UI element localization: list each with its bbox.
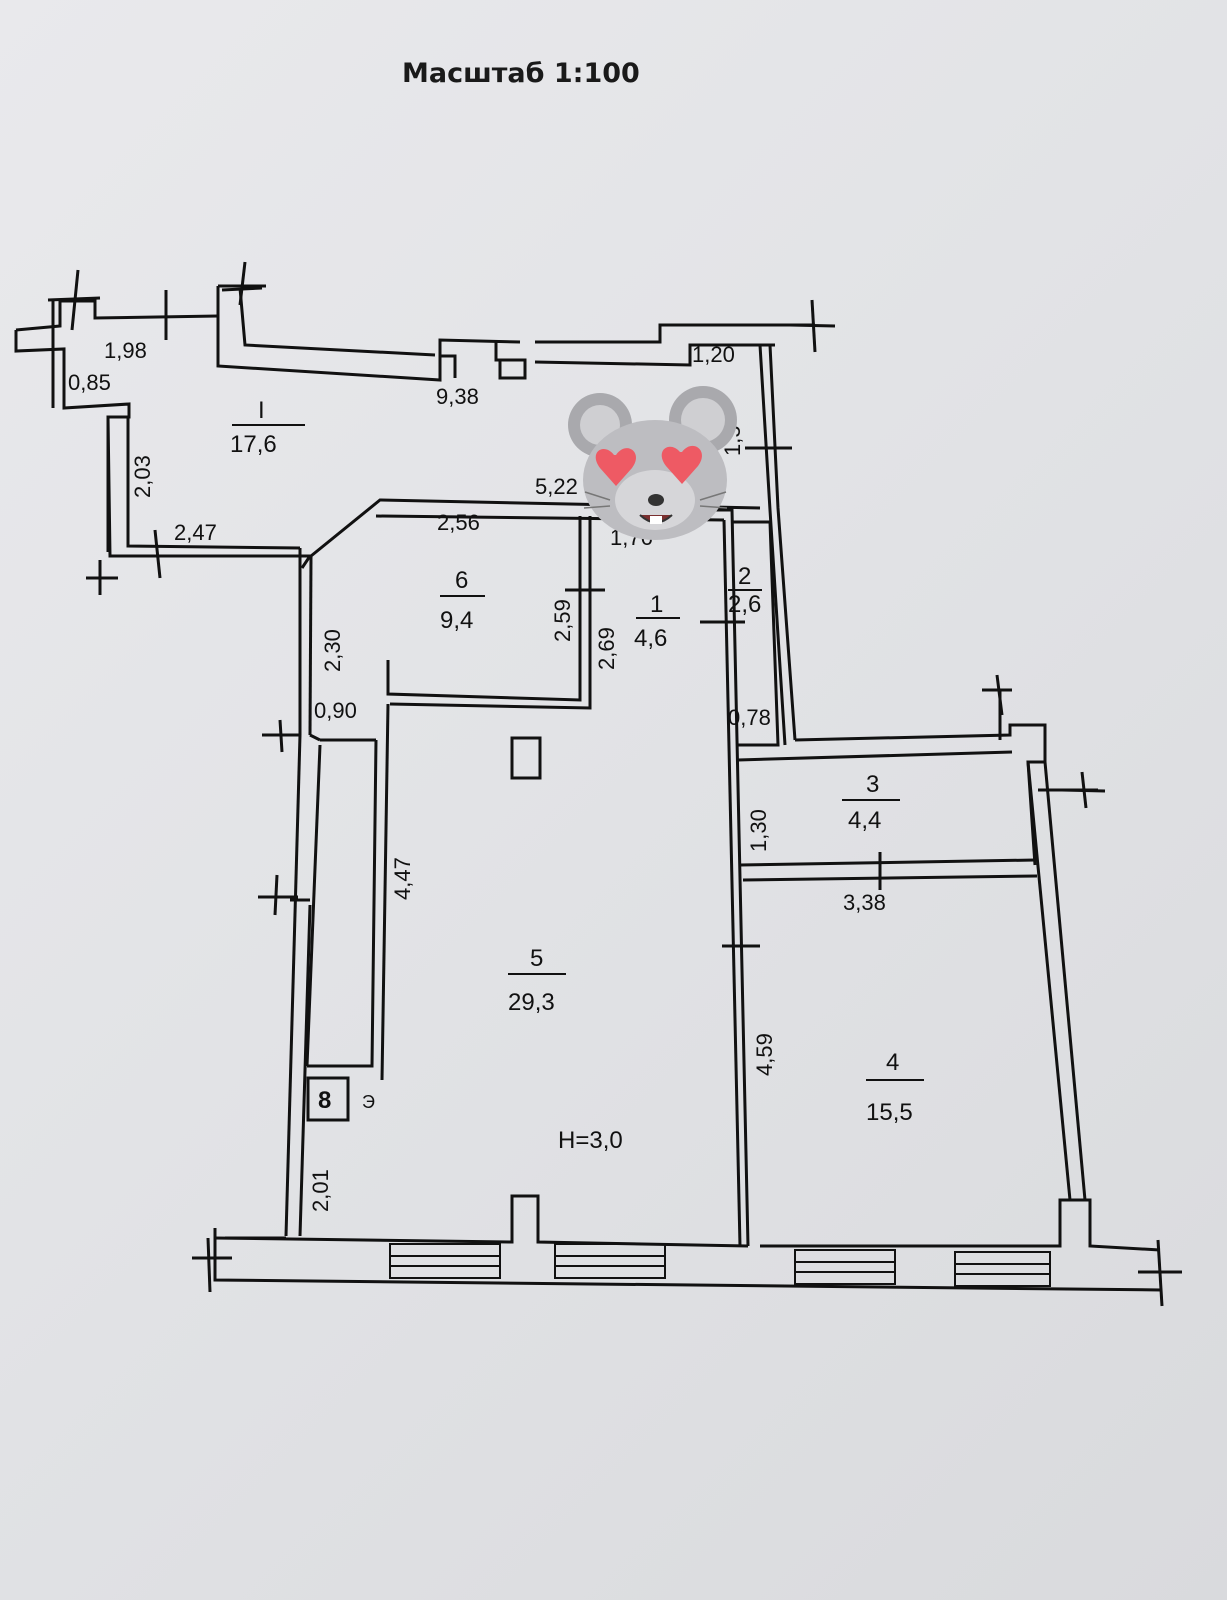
mouse-heart-eyes-icon — [568, 386, 737, 540]
room-1-number: 1 — [650, 591, 663, 618]
dim-0-90: 0,90 — [314, 698, 357, 723]
dim-0-85: 0,85 — [68, 370, 111, 395]
scale-title: Масштаб 1:100 — [402, 58, 640, 89]
meter-box — [306, 1076, 350, 1122]
windows — [389, 1243, 1051, 1287]
room-1-area: 4,6 — [634, 625, 667, 652]
dim-1-98: 1,98 — [104, 338, 147, 363]
dim-1-20: 1,20 — [692, 342, 735, 367]
room-4-number: 4 — [886, 1049, 899, 1076]
room-3-number: 3 — [866, 771, 879, 798]
dim-2-69: 2,69 — [594, 627, 619, 670]
dim-3-38: 3,38 — [843, 890, 886, 915]
meter-symbol: 8 — [318, 1087, 331, 1114]
room-5-area: 29,3 — [508, 989, 555, 1016]
dim-1-30: 1,30 — [746, 809, 771, 852]
room-I-area: 17,6 — [230, 431, 277, 458]
dimension-labels: 1,98 0,85 9,38 1,20 1,5 2,03 2,47 5,22 2… — [68, 338, 886, 1212]
dim-2-47: 2,47 — [174, 520, 217, 545]
dim-9-38: 9,38 — [436, 384, 479, 409]
dim-5-22: 5,22 — [535, 474, 578, 499]
meter-letter: Э — [362, 1092, 375, 1112]
room-I-number: I — [258, 397, 265, 424]
axis-ticks — [47, 261, 1182, 1307]
dim-2-01: 2,01 — [308, 1169, 333, 1212]
dim-2-59: 2,59 — [550, 599, 575, 642]
room-2-number: 2 — [738, 563, 751, 590]
room-labels: I 17,6 6 9,4 1 4,6 2 2,6 3 4,4 5 29,3 4 … — [230, 397, 924, 1154]
interior-features — [306, 736, 542, 1122]
dim-4-59: 4,59 — [752, 1033, 777, 1076]
ceiling-height: Н=3,0 — [558, 1127, 623, 1154]
room-5-number: 5 — [530, 945, 543, 972]
dim-2-03: 2,03 — [130, 455, 155, 498]
dim-4-47: 4,47 — [390, 857, 415, 900]
room-2-area: 2,6 — [728, 591, 761, 618]
dim-0-78: 0,78 — [728, 705, 771, 730]
room-6-number: 6 — [455, 567, 468, 594]
room-3-area: 4,4 — [848, 807, 881, 834]
dim-2-56: 2,56 — [437, 510, 480, 535]
column — [510, 736, 542, 780]
room-4-area: 15,5 — [866, 1099, 913, 1126]
dim-2-30: 2,30 — [320, 629, 345, 672]
room-6-area: 9,4 — [440, 607, 473, 634]
